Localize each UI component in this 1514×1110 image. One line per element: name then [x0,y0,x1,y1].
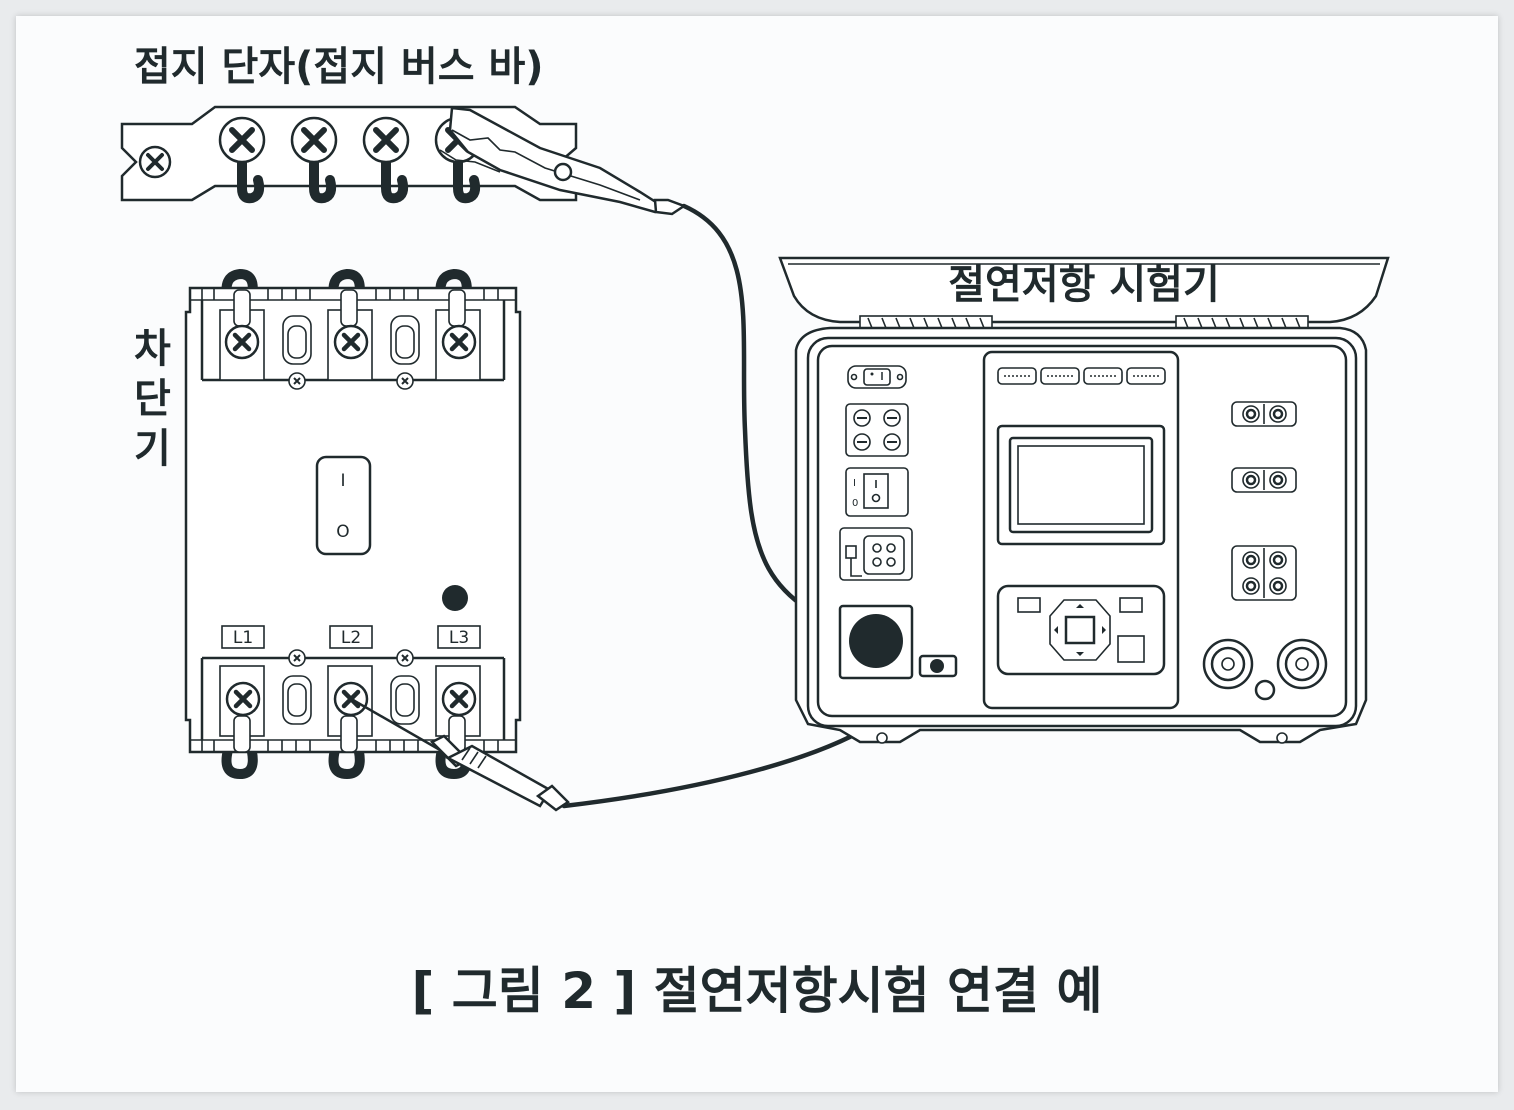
small-screw-icon [288,372,414,390]
bus-screw-1-icon [218,116,266,164]
jack-pair-1-icon [1231,401,1297,427]
display-screen [996,424,1166,546]
arrow-right-icon [1102,626,1106,634]
hinge-right-icon [1175,315,1309,331]
ground-post-icon [1254,679,1276,701]
bus-screw-2-icon [290,116,338,164]
jack-quad-icon [1231,545,1297,601]
mains-inlet-icon [839,527,913,581]
serial-port-icon [847,365,907,389]
bus-screw-end-icon [138,145,172,179]
switch-off-mark: O [336,522,349,542]
svg-text:L1: L1 [233,628,253,648]
power-switch[interactable]: I 0 [845,467,909,517]
control-keypad[interactable] [996,584,1166,676]
arrow-down-icon [1076,652,1084,656]
soft-key-right-button[interactable] [1119,597,1143,613]
bus-bar-label: 접지 단자(접지 버스 바) [134,44,544,90]
fuse-holders-icon [845,403,909,457]
terminal-label-l2: L2 [329,625,373,649]
power-on-mark: I [853,478,856,489]
bottom-screw-l1-icon [225,681,261,717]
bottom-screw-l3-icon [441,681,477,717]
figure-caption: [ 그림 2 ] 절연저항시험 연결 예 [412,962,1103,1020]
enter-button[interactable] [1064,615,1096,645]
small-screw-bottom-icon [288,649,414,667]
top-screw-l3-icon [441,324,477,360]
top-screw-l2-icon [333,324,369,360]
breaker-label-3: 기 [134,426,171,472]
breaker-toggle-switch[interactable]: I O [315,455,372,556]
circuit-breaker: I O L1 L2 L3 [184,268,522,780]
svg-text:L2: L2 [341,628,361,648]
arrow-left-icon [1054,626,1058,634]
soft-key-left-button[interactable] [1017,597,1041,613]
test-button-icon[interactable] [442,585,468,611]
banana-socket-left[interactable] [1202,638,1254,690]
jack-pair-2-icon [1231,467,1297,493]
breaker-label-1: 차 [134,326,171,372]
breaker-label-2: 단 [134,376,171,422]
test-probe-icon [352,698,570,812]
switch-on-mark: I [340,471,345,491]
power-off-mark: 0 [852,498,858,509]
hinge-left-icon [859,315,993,331]
terminal-label-l3: L3 [437,625,481,649]
hv-terminal-socket[interactable] [838,604,914,680]
arrow-up-icon [1076,604,1084,608]
insulation-tester: I 0 [778,256,1390,744]
terminal-label-l1: L1 [221,625,265,649]
bottom-screw-l2-icon [333,681,369,717]
indicator-strip [997,367,1166,385]
test-key-button[interactable] [1117,635,1145,663]
banana-socket-right[interactable] [1276,638,1328,690]
svg-text:L3: L3 [449,628,469,648]
alligator-clip-icon [439,106,687,216]
earth-terminal-socket[interactable] [918,654,958,678]
tester-label: 절연저항 시험기 [948,262,1220,308]
top-screw-l1-icon [224,324,260,360]
bus-screw-3-icon [362,116,410,164]
